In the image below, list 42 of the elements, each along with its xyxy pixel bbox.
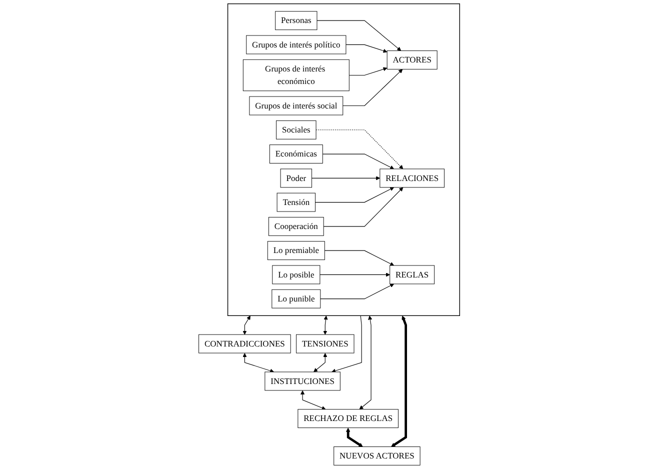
arrow (342, 69, 402, 106)
arrow (320, 284, 394, 300)
node-box: RELACIONES (379, 168, 444, 188)
arrow (359, 316, 372, 410)
arrow (319, 272, 390, 277)
node-box: ACTORES (386, 50, 438, 70)
arrow (324, 250, 394, 266)
node-box: TENSIONES (296, 334, 354, 354)
node-box: Lo posible (272, 265, 320, 284)
node-box: Grupos de interés económico (242, 59, 350, 92)
arrow (314, 187, 394, 203)
arrow (322, 316, 328, 335)
node-box: NUEVOS ACTORES (333, 446, 420, 466)
node-box: CONTRADICCIONES (198, 334, 291, 354)
node-box: Económicas (269, 144, 323, 164)
arrow (346, 428, 363, 447)
node-box: RECHAZO DE REGLAS (297, 409, 398, 428)
node-box: Cooperación (268, 216, 324, 236)
node-box: Personas (274, 11, 317, 30)
arrow (242, 316, 250, 335)
arrow (331, 315, 362, 373)
node-box: Grupos de interés político (246, 35, 346, 54)
arrow (345, 44, 388, 53)
node-box: Lo premiable (267, 241, 325, 260)
arrow (390, 316, 407, 447)
node-box: INSTITUCIONES (264, 372, 340, 391)
arrow (313, 353, 327, 372)
node-box: Grupos de interés social (248, 96, 343, 116)
arrow (348, 67, 388, 76)
cluster (227, 3, 460, 316)
arrow (316, 130, 403, 170)
node-box: Poder (280, 168, 312, 188)
arrow (316, 20, 401, 51)
node-box: REGLAS (389, 265, 434, 284)
arrow (242, 353, 274, 373)
node-box: Tensión (276, 192, 316, 212)
arrow (323, 187, 403, 227)
arrow (311, 176, 380, 180)
arrow (322, 154, 394, 170)
node-box: Lo punible (271, 289, 320, 308)
node-box: Sociales (276, 120, 316, 140)
arrow (300, 390, 326, 410)
